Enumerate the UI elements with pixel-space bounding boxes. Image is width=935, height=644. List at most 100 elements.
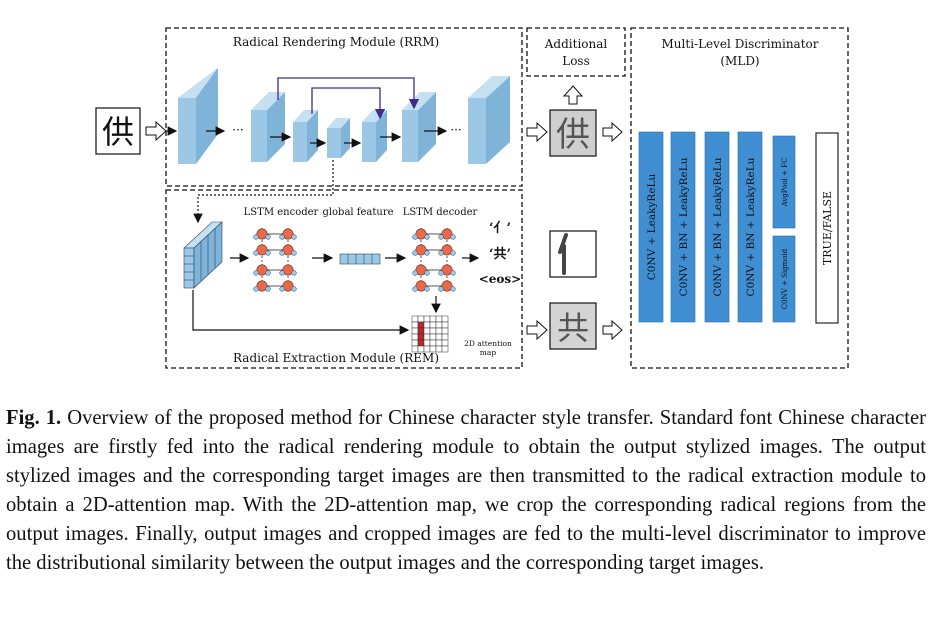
lstm-decoder-gate [450, 250, 456, 256]
lstm-encoder-node [282, 244, 294, 256]
lstm-decoder-gate [424, 250, 430, 256]
avgpool-fc-block [772, 135, 796, 229]
attention-cell [417, 345, 425, 353]
true-false-label: TRUE/FALSE [821, 191, 834, 265]
attention-cell [441, 333, 449, 341]
attention-cell [417, 315, 425, 323]
attention-label-1: 2D attention [464, 339, 512, 348]
lstm-encoder: LSTM encoder [244, 207, 319, 218]
attention-cell [429, 345, 437, 353]
lstm-decoder-gate [424, 286, 430, 292]
lstm-encoder-gate [265, 234, 271, 240]
lstm-encoder-node [256, 264, 268, 276]
attention-cell [423, 345, 431, 353]
rrm-arrows [166, 126, 448, 148]
attention-cell [429, 321, 437, 329]
attention-cell [435, 333, 443, 341]
attention-cell [429, 327, 437, 335]
attention-cell [429, 339, 437, 347]
input-character: 供 [102, 113, 134, 151]
attention-cell [441, 315, 449, 323]
lstm-decoder-gate [424, 234, 430, 240]
attention-cell [435, 321, 443, 329]
discriminator-block [737, 131, 763, 323]
lstm-encoder-gate [253, 286, 259, 292]
figure-caption: Fig. 1. Overview of the proposed method … [6, 404, 926, 578]
lstm-nodes [253, 228, 456, 292]
input-character-image [95, 107, 141, 155]
lstm-encoder-gate [291, 286, 297, 292]
cropped-to-mld-arrow [602, 319, 623, 341]
attention-label-2: map [480, 348, 497, 357]
lstm-encoder-label: LSTM encoder [244, 207, 319, 218]
input-arrow [145, 120, 167, 142]
decoder-output-3: <eos> [479, 272, 522, 286]
lstm-encoder-gate [279, 286, 285, 292]
global-feature-vector [339, 253, 381, 265]
attention-cell [429, 333, 437, 341]
lstm-encoder-gate [253, 250, 259, 256]
lstm-decoder-gate [412, 270, 418, 276]
attention-cell [411, 333, 419, 341]
true-false-box [815, 132, 839, 324]
lstm-decoder-gate [412, 286, 418, 292]
attention-cell [423, 333, 431, 341]
lstm-encoder-node [256, 244, 268, 256]
rrm-blocks [178, 68, 510, 164]
attention-map-grid [411, 315, 449, 353]
attention-cell [441, 339, 449, 347]
attention-cell [417, 321, 425, 329]
lstm-decoder-node [441, 244, 453, 256]
attention-cell [411, 327, 419, 335]
method-overview-figure: Radical Rendering Module (RRM) Radical E… [95, 27, 849, 369]
attention-cell [423, 327, 431, 335]
mld-box [630, 27, 849, 369]
rrm-ellipsis-left: ··· [232, 123, 243, 137]
decoder-output-2: ‘共’ [489, 246, 511, 262]
mld-title-1: Multi-Level Discriminator [662, 37, 819, 51]
lstm-decoder-gate [412, 234, 418, 240]
attention-cell [441, 321, 449, 329]
lstm-decoder-gate [450, 234, 456, 240]
lstm-encoder-gate [279, 270, 285, 276]
lstm-encoder-gate [265, 270, 271, 276]
discriminator-block [704, 131, 730, 323]
additional-loss-arrow [562, 85, 584, 105]
lstm-encoder-node [256, 280, 268, 292]
lstm-encoder-gate [291, 270, 297, 276]
rrm-box [165, 27, 523, 187]
attention-cell [441, 345, 449, 353]
target-radical-stroke [558, 233, 568, 275]
decoder-output-1: ‘亻’ [489, 220, 511, 236]
attention-cell [435, 315, 443, 323]
lstm-decoder-gate [438, 270, 444, 276]
rem-title: Radical Extraction Module (REM) [233, 351, 439, 365]
rem-feature-map [183, 221, 223, 289]
lstm-decoder-node [415, 280, 427, 292]
lstm-encoder-gate [253, 270, 259, 276]
attention-cell [435, 327, 443, 335]
lstm-decoder-node [441, 280, 453, 292]
attention-cell [411, 339, 419, 347]
rem-output-arrow [526, 319, 548, 341]
attention-cell [423, 315, 431, 323]
lstm-decoder-gate [450, 270, 456, 276]
output-to-mld-arrow [602, 121, 623, 143]
discriminator-block-label: C0NV + BN + LeakyReLu [712, 157, 724, 296]
rrm-output-arrow [526, 121, 548, 143]
discriminator-block-label: C0NV + BN + LeakyReLu [678, 157, 690, 296]
lstm-decoder-gate [412, 250, 418, 256]
attention-cell [429, 315, 437, 323]
target-radical-image [549, 230, 597, 278]
lstm-encoder-node [256, 228, 268, 240]
lstm-decoder-node [415, 244, 427, 256]
lstm-encoder-gate [253, 234, 259, 240]
rem-box [165, 189, 523, 369]
attention-cell [411, 345, 419, 353]
discriminator-block [670, 131, 696, 323]
conv-sigmoid-label: C0NV + Sigmoid [781, 248, 789, 309]
lstm-decoder-node [441, 228, 453, 240]
cropped-character: 共 [557, 309, 589, 347]
lstm-decoder-gate [424, 270, 430, 276]
